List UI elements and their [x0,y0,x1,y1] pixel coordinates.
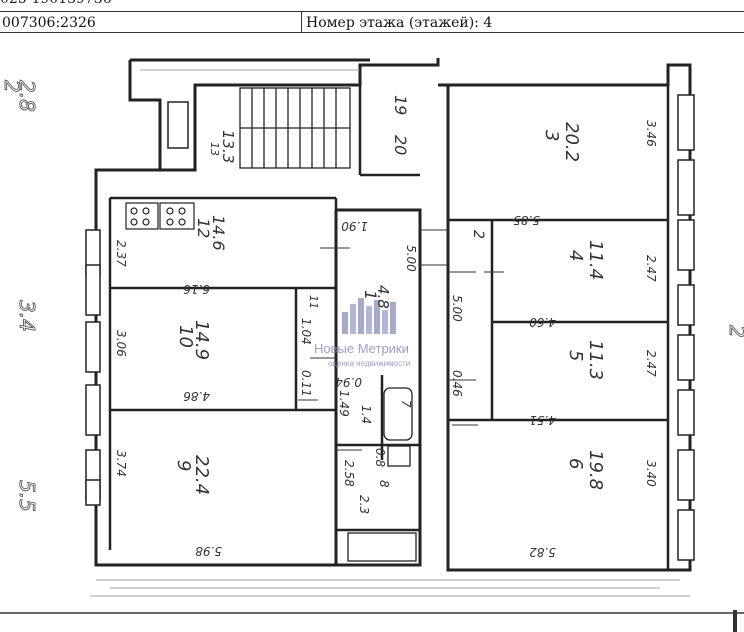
room-7-number: 7 [399,400,413,408]
frame-lines [0,610,744,632]
wall-hatching [90,69,690,597]
dim-2-47-bottom: 2.47 [644,350,658,377]
watermark-bar [350,304,356,334]
watermark-bar [358,298,364,334]
dim-3-40: 3.40 [644,460,658,487]
room-labels: 12 14.6 10 14.9 9 22.4 13 13.3 1 4.8 7 1… [173,95,606,514]
room-10-number: 10 [175,325,196,348]
margin-note-bottom-left: 5.5 [15,480,39,512]
watermark-bar [374,300,380,334]
room-5-area: 11.3 [585,340,606,380]
dim-2-58: 2.58 [342,460,356,487]
dim-3-46: 3.46 [644,120,658,147]
dim-0-46: 0.46 [450,370,464,397]
room-2-number: 2 [470,230,486,239]
dim-5-00-left: 5.00 [404,245,418,272]
room-4-number: 4 [565,250,586,261]
dim-0-11: 0.11 [299,370,313,397]
room-13-area: 13.3 [219,130,237,163]
margin-note-top-left: 2 [0,80,24,93]
dim-5-00-right: 5.00 [450,295,464,322]
doors [298,229,504,451]
dim-1-49: 1.49 [337,390,351,417]
watermark: Новые Метрики оценка недвижимости [314,298,410,368]
dim-5-85: 5.85 [513,213,540,227]
stove [125,202,195,230]
room-6-area: 19.8 [585,450,606,490]
dim-4-86: 4.86 [183,389,210,403]
windows-right [677,94,695,561]
watermark-bar [366,306,372,334]
room-12-number: 12 [194,218,213,238]
room-10-area: 14.9 [191,320,212,360]
dim-0-94: 0.94 [335,375,362,389]
room-19-number: 19 [391,95,410,115]
header-strip: 025-190139736 007306:2326 Номер этажа (э… [0,0,744,38]
margin-note-top-left-2: 2.8 [15,80,39,112]
watermark-bar [342,312,348,334]
floor-plan: Новые Метрики оценка недвижимости 12 14.… [0,58,744,632]
room-3-area: 20.2 [561,122,582,162]
room-1-number: 1 [361,290,380,300]
dim-4-60: 4.60 [529,315,556,329]
cut-off-number: 025-190139736 [0,0,112,7]
bathroom-fixtures [347,387,417,562]
room-11-number: 11 [307,295,320,309]
cadastral-number-cell: 007306:2326 [0,11,302,33]
watermark-tagline: оценка недвижимости [328,359,410,368]
dim-5-98: 5.98 [195,544,222,558]
dim-4-51: 4.51 [529,413,556,427]
watermark-brand: Новые Метрики [314,341,409,356]
dim-1-90: 1.90 [341,219,368,233]
room-6-number: 6 [565,458,586,469]
watermark-bar [390,302,396,334]
dimension-labels: 2.37 6.16 3.06 4.86 3.74 5.98 1.04 0.11 … [114,120,658,559]
dim-2-47-top: 2.47 [644,255,658,282]
margin-note-mid-left: 3.4 [15,300,39,332]
room-11-area: 0.8 [373,448,387,467]
dim-5-82: 5.82 [529,545,556,559]
room-8-area: 2.3 [357,495,371,514]
dim-2-37: 2.37 [114,240,128,267]
room-8-number: 8 [377,480,391,488]
margin-notes: 2 2.8 3.4 5.5 2 [0,80,744,513]
room-13-number: 13 [208,142,221,156]
room-7-area: 1.4 [359,405,373,424]
dim-3-74: 3.74 [114,450,128,477]
room-1-area: 4.8 [374,285,392,309]
room-19-area: 20 [391,135,410,155]
room-9-number: 9 [173,460,194,471]
floor-number-cell: Номер этажа (этажей): 4 [301,11,744,33]
windows-left [85,101,189,506]
room-3-number: 3 [541,130,562,141]
dim-3-06: 3.06 [114,330,128,357]
staircase [239,87,351,169]
room-9-area: 22.4 [191,455,212,495]
dim-1-04: 1.04 [299,318,313,345]
margin-note-right-edge: 2 [725,325,744,338]
interior-walls [108,85,670,570]
room-12-area: 14.6 [209,215,228,251]
room-4-area: 11.4 [585,240,606,280]
dim-6-16: 6.16 [183,282,210,296]
watermark-bar [382,310,388,334]
room-5-number: 5 [565,350,586,361]
